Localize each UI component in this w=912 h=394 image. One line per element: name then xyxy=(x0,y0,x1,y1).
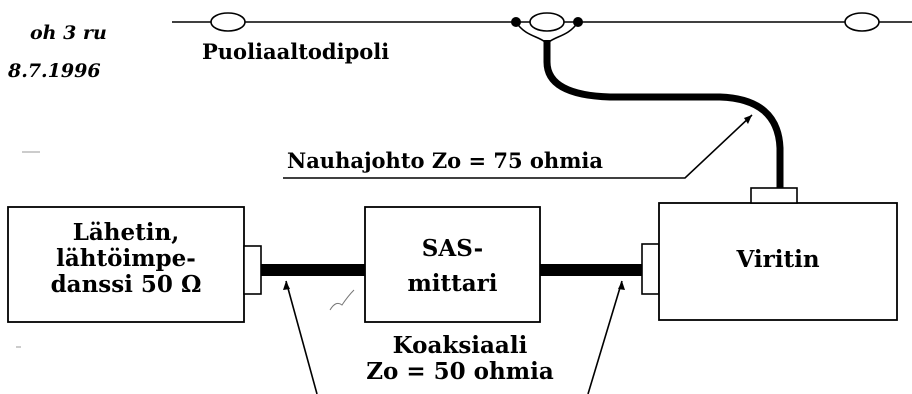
transmitter-label-line-2: lähtöimpe- xyxy=(56,244,196,272)
transmitter-connector xyxy=(243,245,262,295)
feedline-label: Nauhajohto Zo = 75 ohmia xyxy=(287,148,604,173)
feed-connection-left xyxy=(515,21,546,43)
coax-segment-1 xyxy=(261,264,365,276)
coax-label-line-2: Zo = 50 ohmia xyxy=(366,357,554,385)
right-insulator xyxy=(844,12,880,32)
tuner-connector xyxy=(641,243,660,295)
coax-pointer-left xyxy=(285,280,318,394)
transmitter-label-line-1: Lähetin, xyxy=(72,219,180,246)
coax-label-line-1: Koaksiaali xyxy=(392,332,528,359)
pencil-scribble xyxy=(329,289,355,311)
transmitter-label: Lähetin, lähtöimpe- danssi 50 Ω xyxy=(8,220,244,297)
swr-meter-box xyxy=(364,206,541,323)
coax-pointer-right xyxy=(587,280,623,394)
ribbon-feedline xyxy=(543,40,784,188)
coax-segment-2 xyxy=(540,264,642,276)
swr-meter-label: SAS- mittari xyxy=(365,232,540,301)
handwritten-date: 8.7.1996 xyxy=(8,60,101,82)
handwritten-callsign: oh 3 ru xyxy=(30,22,107,44)
feedline-pointer xyxy=(283,114,753,179)
swr-meter-label-line-2: mittari xyxy=(407,269,498,297)
feedline-arrowhead xyxy=(744,115,752,124)
tuner-box xyxy=(658,202,898,321)
tuner-top-connector xyxy=(750,187,798,204)
transmitter-label-line-3: danssi 50 Ω xyxy=(50,270,202,298)
coax-arrowhead-left xyxy=(283,281,290,290)
feed-connection-right xyxy=(548,21,579,43)
antenna-label: Puoliaaltodipoli xyxy=(202,39,390,64)
center-insulator xyxy=(529,12,565,32)
left-insulator xyxy=(210,12,246,32)
tuner-label: Viritin xyxy=(736,246,820,273)
coax-arrowhead-right xyxy=(618,281,625,290)
coax-label: Koaksiaali Zo = 50 ohmia xyxy=(300,333,620,385)
swr-meter-label-line-1: SAS- xyxy=(421,235,484,262)
